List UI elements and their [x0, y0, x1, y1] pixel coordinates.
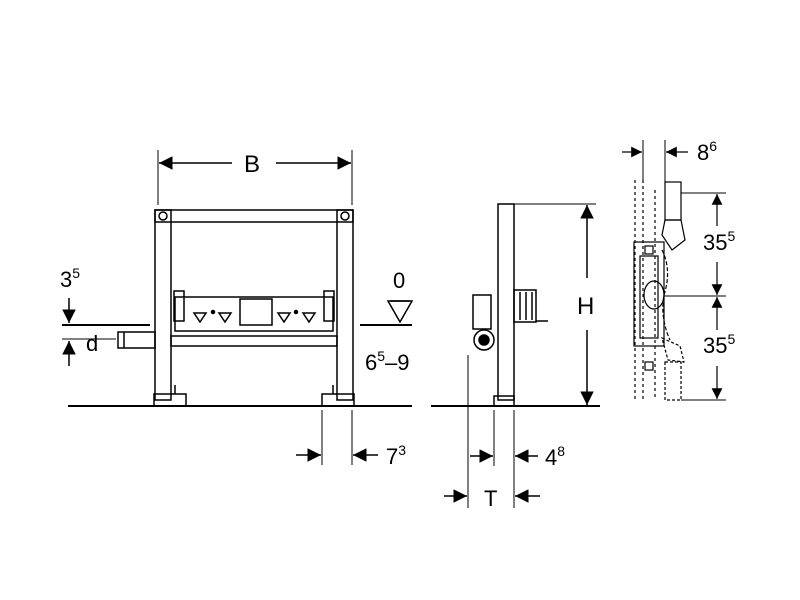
dim-foot-label: 73 [386, 442, 406, 469]
dim-h-label: H [577, 293, 594, 320]
right-foot [321, 393, 355, 407]
mounting-plate [174, 296, 334, 332]
dim-foot-depth-label: 48 [545, 443, 565, 470]
side-drain-inner [478, 334, 490, 346]
dim-lower-label: 355 [703, 331, 735, 358]
plate-dot-1 [210, 309, 216, 315]
detail-view [622, 140, 726, 401]
top-rail [154, 209, 354, 223]
detail-small-square-top [644, 245, 654, 255]
left-foot [153, 393, 187, 407]
dim-detail-offset-label: 86 [697, 138, 717, 165]
detail-small-square-bottom [644, 361, 654, 371]
side-right-fitting [513, 289, 537, 323]
floor-range-label: 65–9 [365, 348, 410, 375]
floor-zero-label: 0 [393, 268, 405, 293]
lower-crossbar [170, 335, 338, 347]
dim-d-label: d [86, 331, 98, 356]
detail-lower-pipe [664, 361, 682, 401]
right-bracket [323, 290, 335, 322]
plate-triangle-3 [276, 312, 292, 324]
side-foot [493, 395, 515, 407]
right-post [336, 209, 354, 401]
plate-triangle-4 [301, 312, 317, 324]
detail-housing-inner [639, 255, 659, 339]
side-drain-outer [473, 329, 495, 351]
right-top-bolt [340, 211, 350, 221]
detail-housing [633, 241, 665, 347]
plate-triangle-1 [192, 312, 208, 324]
dim-b-label: B [244, 151, 260, 178]
detail-valve [643, 280, 665, 310]
left-bracket [173, 290, 185, 322]
drain-pipe [117, 331, 156, 349]
side-post [497, 203, 515, 401]
dim-offset-label: 35 [60, 265, 80, 292]
left-post [154, 209, 172, 401]
plate-window [239, 298, 273, 326]
detail-upper-pipe [664, 181, 682, 221]
detail-upper-bend [661, 219, 686, 251]
detail-lower-bend [661, 336, 685, 363]
plate-triangle-2 [217, 312, 233, 324]
dim-upper-label: 355 [703, 228, 735, 255]
dim-t-label: T [484, 486, 497, 511]
front-view [62, 150, 414, 465]
side-view [431, 203, 600, 508]
detail-cable [661, 249, 671, 341]
floor-zero-triangle [386, 300, 414, 324]
plate-dot-2 [293, 309, 299, 315]
left-top-bolt [158, 211, 168, 221]
side-left-fitting [472, 294, 492, 330]
